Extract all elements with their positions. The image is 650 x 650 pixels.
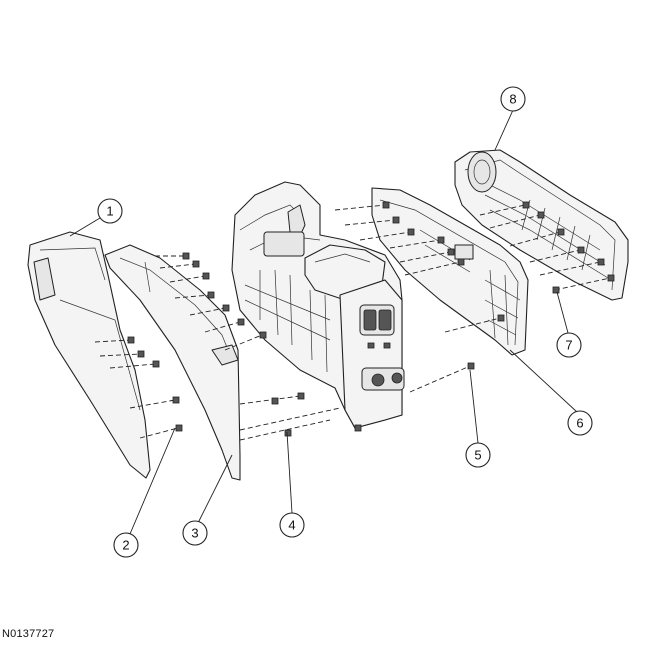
part-console-body <box>231 181 405 432</box>
part-rear-upper-trim <box>454 149 629 301</box>
callout-8-label: 8 <box>509 92 516 107</box>
callout-4: 4 <box>279 512 305 538</box>
part-left-side-panel <box>104 244 241 481</box>
figure-id: N0137727 <box>2 628 55 640</box>
callout-3: 3 <box>182 520 208 546</box>
callout-5-label: 5 <box>474 448 481 463</box>
callout-6-label: 6 <box>576 416 583 431</box>
callout-2-label: 2 <box>122 538 129 553</box>
callout-7-label: 7 <box>565 338 572 353</box>
callout-2: 2 <box>113 532 139 558</box>
callout-5: 5 <box>465 442 491 468</box>
callout-1-label: 1 <box>106 204 113 219</box>
fastener-clips <box>127 201 615 437</box>
part-outer-left-trim <box>27 231 151 479</box>
callout-7: 7 <box>556 332 582 358</box>
callout-1: 1 <box>97 198 123 224</box>
leader-lines <box>69 109 578 535</box>
fastener-lines <box>94 204 611 441</box>
callout-8: 8 <box>500 86 526 112</box>
callout-4-label: 4 <box>288 518 295 533</box>
callout-3-label: 3 <box>191 526 198 541</box>
callout-6: 6 <box>567 410 593 436</box>
